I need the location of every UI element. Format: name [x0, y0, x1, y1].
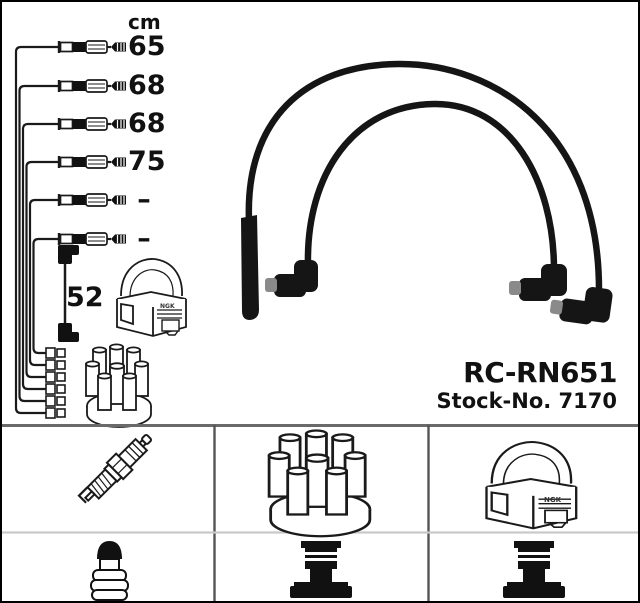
- spark-plug-symbol: [77, 433, 153, 504]
- outer-lead-cable: [245, 60, 603, 291]
- spark-plug-terminal-icon: [90, 541, 129, 601]
- coil-cable-length: 52: [66, 282, 104, 313]
- elbow-boot-left: [265, 260, 318, 297]
- ignition-coil-schematic: [116, 258, 187, 337]
- unit-header: cm: [128, 10, 161, 34]
- cable-length-6: –: [137, 223, 151, 254]
- legend-connector-icons: [90, 541, 565, 601]
- stock-number: Stock-No. 7170: [436, 389, 617, 413]
- cable-length-schematic: NGK: [14, 39, 187, 428]
- elbow-boot-right-inner: [509, 264, 567, 301]
- cable-length-2: 68: [128, 70, 166, 101]
- elbow-boot-right-outer: [549, 286, 613, 325]
- coil-logo-text-schematic: NGK: [160, 303, 175, 310]
- distributor-cap-schematic: [85, 343, 152, 428]
- distributor-tower-icon-2: [503, 541, 565, 598]
- cable-connector-symbols: [57, 39, 128, 247]
- coil-cable-symbol: [58, 245, 79, 342]
- cable-length-1: 65: [128, 31, 166, 62]
- cable-length-4: 75: [128, 146, 166, 177]
- ignition-coil-symbol: [485, 440, 578, 530]
- distributor-terminals: [45, 347, 66, 419]
- cable-length-3: 68: [128, 108, 166, 139]
- cable-routing-lines: [14, 45, 59, 415]
- straight-boot: [241, 215, 259, 320]
- inner-lead-cable: [304, 100, 558, 271]
- product-code: RC-RN651: [463, 356, 617, 389]
- distributor-tower-icon-1: [290, 541, 352, 598]
- distributor-cap-symbol: [267, 429, 372, 538]
- ignition-leads-photo: [241, 60, 613, 325]
- cable-length-5: –: [137, 184, 151, 215]
- coil-logo-text-legend: NGK: [544, 496, 562, 504]
- legend-symbols: NGK: [77, 429, 578, 538]
